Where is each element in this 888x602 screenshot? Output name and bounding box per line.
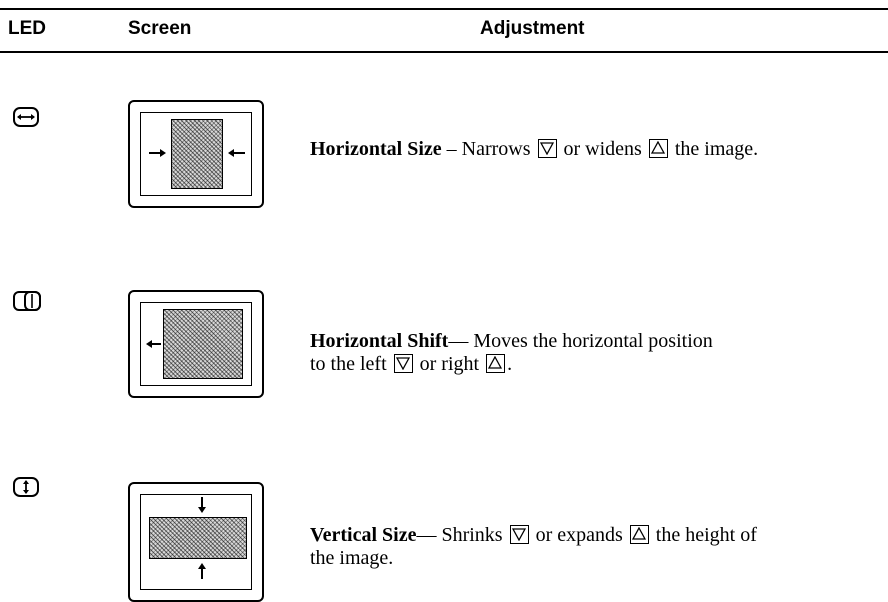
down-triangle-key-icon [393, 354, 413, 373]
col-adjustment-header: Adjustment [480, 18, 585, 39]
up-arrow-icon [198, 563, 206, 579]
horizontal-size-led-icon [13, 107, 39, 127]
right-arrow-icon [149, 149, 166, 157]
vertical-size-title: Vertical Size [310, 524, 417, 546]
col-led-header: LED [8, 18, 46, 39]
horizontal-shift-led-icon [13, 291, 41, 311]
left-arrow-icon [228, 149, 245, 157]
horizontal-shift-description: Horizontal Shift— Moves the horizontal p… [310, 330, 713, 375]
vertical-size-screen [128, 482, 264, 602]
screen-image-area [149, 517, 247, 559]
horizontal-size-screen [128, 100, 264, 208]
col-screen-header: Screen [128, 18, 192, 39]
horizontal-size-title: Horizontal Size [310, 138, 442, 160]
horizontal-shift-screen [128, 290, 264, 398]
down-arrow-icon [198, 497, 206, 513]
up-triangle-key-icon [486, 354, 506, 373]
top-rule [0, 8, 888, 10]
horizontal-shift-title: Horizontal Shift [310, 330, 449, 352]
up-triangle-key-icon [648, 139, 668, 158]
down-triangle-key-icon [509, 525, 529, 544]
vertical-size-description: Vertical Size— Shrinks or expands the he… [310, 524, 757, 569]
screen-image-area [171, 119, 223, 189]
down-triangle-key-icon [537, 139, 557, 158]
horizontal-size-description: Horizontal Size – Narrows or widens the … [310, 138, 759, 160]
screen-image-area [163, 309, 243, 379]
header-rule [0, 51, 888, 53]
vertical-size-led-icon [13, 477, 39, 497]
up-triangle-key-icon [629, 525, 649, 544]
left-arrow-icon [146, 340, 161, 348]
